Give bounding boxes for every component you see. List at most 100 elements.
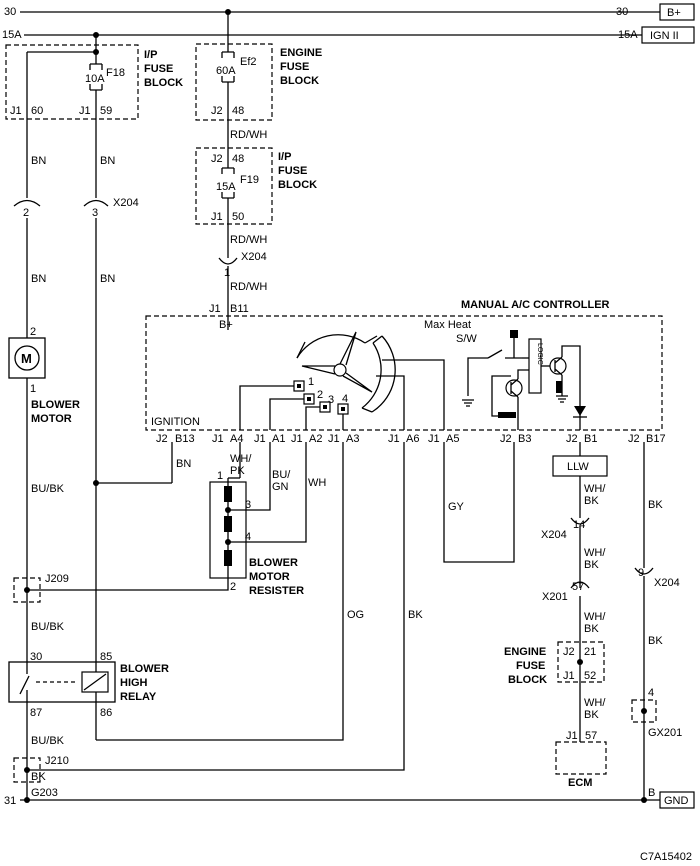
wire-rdwh-1: RD/WH [230, 129, 267, 141]
j209-label: J209 [45, 573, 69, 585]
pin-j1-a4-conn: J1 [212, 433, 224, 445]
switch-pos-3: 3 [328, 394, 334, 406]
switch-pos-1: 1 [308, 376, 314, 388]
pin-j1-a5: A5 [446, 433, 459, 445]
ign-label: IGN II [650, 30, 679, 42]
ef2-id: Ef2 [240, 56, 257, 68]
ign-pin-right: 15A [618, 29, 638, 41]
blower-motor: M 2 1 BLOWER MOTOR BU/BK [8, 326, 80, 662]
controller-top-conn: J1 [209, 303, 221, 315]
ef2-rating: 60A [216, 65, 236, 77]
pin-j1-a1-conn: J1 [254, 433, 266, 445]
pin-j2-b17-conn: J2 [628, 433, 640, 445]
b-plus-label: B+ [667, 7, 681, 19]
j1-59-conn: J1 [79, 105, 91, 117]
wire-bubk-1: BU/BK [31, 483, 65, 495]
wire-whbk-2a: WH/ [584, 547, 606, 559]
ip-fuse-mid-title-1: I/P [278, 151, 291, 163]
x201-pin57: 57 [572, 581, 584, 593]
f19-top-conn: J2 [211, 153, 223, 165]
wire-rdwh-3: RD/WH [230, 281, 267, 293]
pin-j1-a6-conn: J1 [388, 433, 400, 445]
f19-bot-pin: 50 [232, 211, 244, 223]
resister-label-1: BLOWER [249, 557, 298, 569]
resister-pin3: 3 [245, 499, 251, 511]
ip-fuse-block-mid: J2 48 15A F19 J1 50 I/P FUSE BLOCK RD/WH… [195, 147, 317, 316]
motor-pin-bot: 1 [30, 383, 36, 395]
ign-rail: 15A 15A IGN II [2, 26, 695, 44]
efb-low-bot-pin: 52 [584, 670, 596, 682]
motor-pin-top: 2 [30, 326, 36, 338]
x204-pin3: 3 [92, 207, 98, 219]
wire-bk-2: BK [31, 771, 46, 783]
pin-j1-a1: A1 [272, 433, 285, 445]
motor-symbol: M [21, 351, 32, 366]
ign-pin-left: 15A [2, 29, 22, 41]
efb-low-bot-conn: J1 [563, 670, 575, 682]
pin-j1-a2-conn: J1 [291, 433, 303, 445]
relay-pin85: 85 [100, 651, 112, 663]
motor-label-2: MOTOR [31, 413, 72, 425]
ip-fuse-top-title-3: BLOCK [144, 77, 183, 89]
pin-j2-b13-conn: J2 [156, 433, 168, 445]
llw-label: LLW [567, 461, 589, 473]
blower-high-relay: 30 85 87 86 BLOWER HIGH RELAY [8, 651, 169, 719]
wire-bk-1: BK [408, 609, 423, 621]
gx201: 4 GX201 [631, 687, 682, 739]
relay-pin30: 30 [30, 651, 42, 663]
controller-ignition: IGNITION [151, 416, 200, 428]
switch-pos-4: 4 [342, 393, 348, 405]
resister-pin4: 4 [245, 531, 251, 543]
wire-whpk-2: PK [230, 465, 245, 477]
wire-whbk-1b: BK [584, 495, 599, 507]
pin-j1-a3-conn: J1 [328, 433, 340, 445]
x204-pin1: 1 [224, 267, 230, 279]
x201-label: X201 [542, 591, 568, 603]
j1-59-pin: 59 [100, 105, 112, 117]
relay-pin87: 87 [30, 707, 42, 719]
pin-j1-a6: A6 [406, 433, 419, 445]
wire-bn-5: BN [176, 458, 191, 470]
motor-label-1: BLOWER [31, 399, 80, 411]
resister-label-2: MOTOR [249, 571, 290, 583]
ground-point: G203 [31, 787, 58, 799]
ground-bus: 31 G203 B GND [4, 787, 695, 809]
wire-whbk-4b: BK [584, 709, 599, 721]
relay-label-1: BLOWER [120, 663, 169, 675]
controller-bplus: B+ [219, 319, 233, 331]
pin-j2-b13: B13 [175, 433, 195, 445]
j210-splice: J210 [13, 755, 69, 783]
pin-j2-b1-conn: J2 [566, 433, 578, 445]
wire-rdwh-2: RD/WH [230, 234, 267, 246]
wire-whbk-3b: BK [584, 623, 599, 635]
wire-whbk-1a: WH/ [584, 483, 606, 495]
blower-motor-resister: 1 2 3 4 BLOWER MOTOR RESISTER [209, 470, 304, 597]
wire-bk-3: BK [648, 499, 663, 511]
engine-fuse-top-title-3: BLOCK [280, 75, 319, 87]
gnd-label: GND [664, 795, 689, 807]
engine-fuse-top-title-2: FUSE [280, 61, 309, 73]
b-plus-rail: 30 30 B+ [4, 3, 695, 21]
ef-j2-conn: J2 [211, 105, 223, 117]
wire-gy: GY [448, 501, 465, 513]
f18-id: F18 [106, 67, 125, 79]
b-plus-pin-right: 30 [616, 6, 628, 18]
f19-bot-conn: J1 [211, 211, 223, 223]
engine-fuse-block-low: J2 21 J1 52 ENGINE FUSE BLOCK [504, 641, 605, 686]
pin-j2-b3-conn: J2 [500, 433, 512, 445]
logic-label: LOGIC [536, 343, 543, 365]
wire-bubk-2: BU/BK [31, 621, 65, 633]
pin-j1-a2: A2 [309, 433, 322, 445]
x204-label-mid: X204 [241, 251, 267, 263]
ip-fuse-top-title-2: FUSE [144, 63, 173, 75]
pin-j2-b17: B17 [646, 433, 666, 445]
pin-j1-a3: A3 [346, 433, 359, 445]
switch-pos-2: 2 [317, 389, 323, 401]
ip-fuse-block-top: 10A F18 J1 60 J1 59 I/P FUSE BLOCK [5, 32, 183, 120]
ground-b: B [648, 787, 655, 799]
wire-bugn-1: BU/ [272, 469, 291, 481]
ip-fuse-top-title-1: I/P [144, 49, 157, 61]
engine-fuse-top-title-1: ENGINE [280, 47, 322, 59]
resister-pin1: 1 [217, 470, 223, 482]
ecm-pin: 57 [585, 730, 597, 742]
